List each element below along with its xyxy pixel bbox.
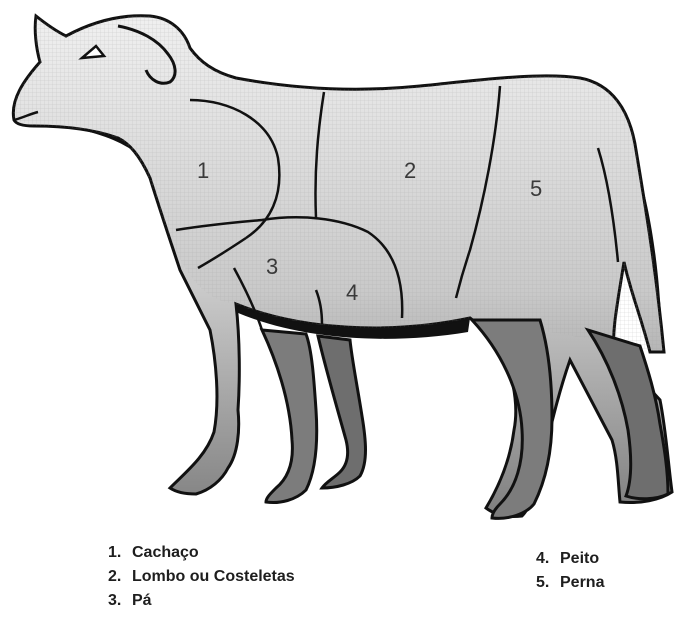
legend-item-1: 1.Cachaço xyxy=(108,541,295,565)
legend-right: 4.Peito 5.Perna xyxy=(536,547,604,595)
legend-number: 2. xyxy=(108,565,132,589)
legend-name: Pá xyxy=(132,592,152,609)
legend-number: 4. xyxy=(536,547,560,571)
legend-left: 1.Cachaço 2.Lombo ou Costeletas 3.Pá xyxy=(108,541,295,613)
legend-name: Perna xyxy=(560,574,604,591)
region-label-4: 4 xyxy=(346,280,358,305)
legend-name: Cachaço xyxy=(132,544,199,561)
legend-item-2: 2.Lombo ou Costeletas xyxy=(108,565,295,589)
legend-number: 1. xyxy=(108,541,132,565)
legend-item-5: 5.Perna xyxy=(536,571,604,595)
region-label-3: 3 xyxy=(266,254,278,279)
hind-leg-near xyxy=(472,320,552,518)
front-leg-far xyxy=(318,336,366,488)
region-label-2: 2 xyxy=(404,158,416,183)
region-label-1: 1 xyxy=(197,158,209,183)
legend-name: Peito xyxy=(560,550,599,567)
legend-number: 3. xyxy=(108,589,132,613)
front-leg-near xyxy=(262,330,317,503)
legend-item-3: 3.Pá xyxy=(108,589,295,613)
legend-name: Lombo ou Costeletas xyxy=(132,568,295,585)
lamb-cuts-diagram: 1 2 3 4 5 xyxy=(0,0,675,540)
legend-number: 5. xyxy=(536,571,560,595)
lamb-body-texture xyxy=(13,16,664,352)
legend-item-4: 4.Peito xyxy=(536,547,604,571)
region-label-5: 5 xyxy=(530,176,542,201)
